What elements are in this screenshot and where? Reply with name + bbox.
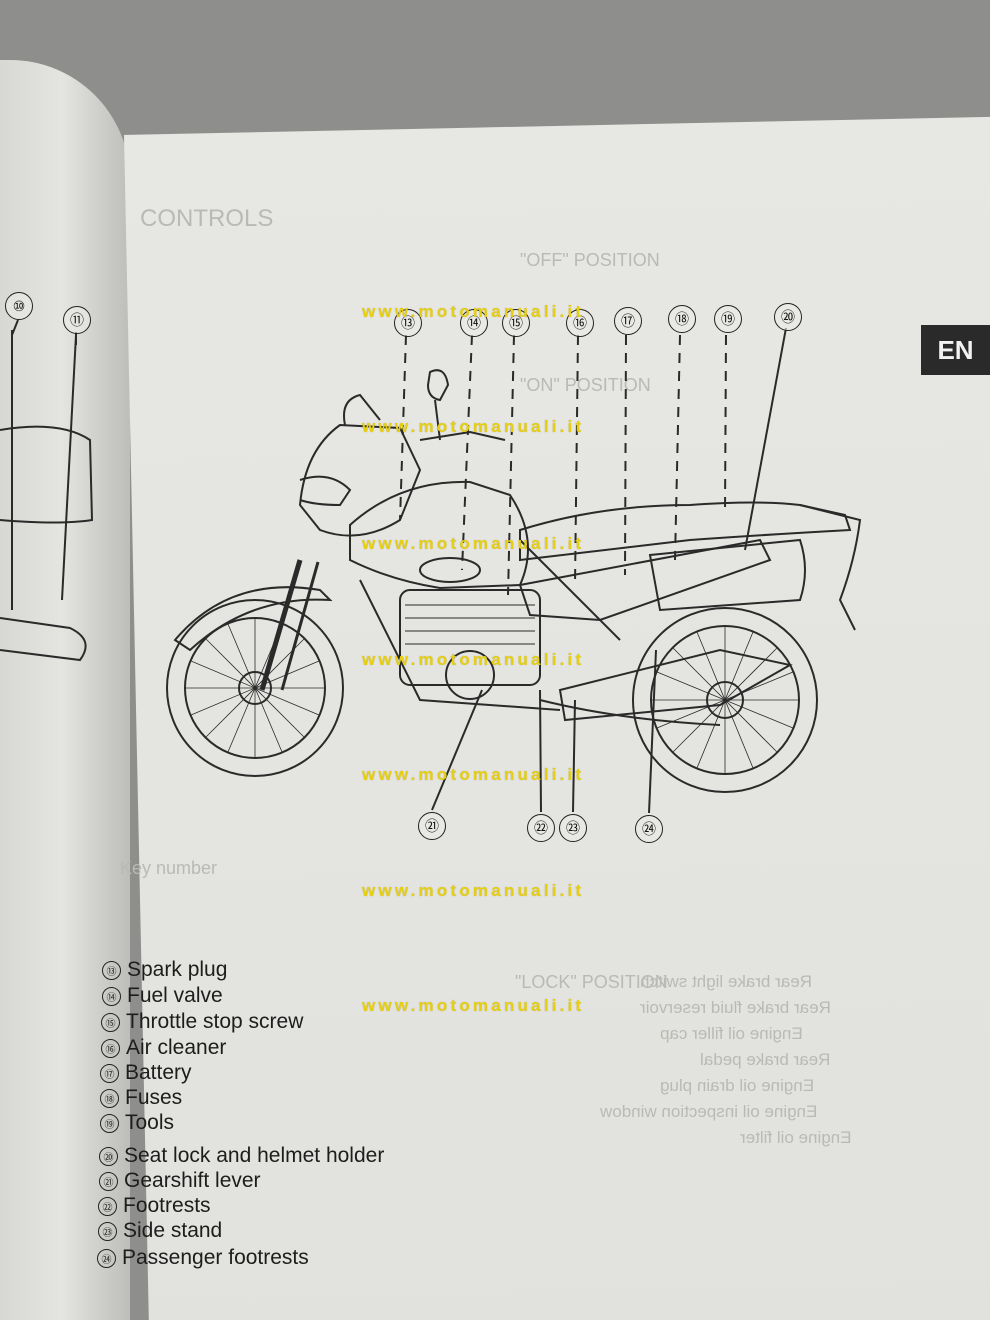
- callout-23: ㉓: [559, 814, 587, 842]
- legend-label: Passenger footrests: [122, 1246, 309, 1269]
- legend-number: ⑳: [99, 1146, 118, 1166]
- legend-number: ㉓: [98, 1221, 117, 1241]
- watermark: www.motomanuali.it: [362, 302, 585, 321]
- legend-number: ㉑: [99, 1171, 118, 1191]
- legend-label: Battery: [125, 1061, 192, 1084]
- legend-number: ㉔: [97, 1248, 116, 1268]
- legend-item: ⑳ Seat lock and helmet holder: [99, 1144, 384, 1168]
- watermark: www.motomanuali.it: [362, 417, 585, 436]
- legend-label: Tools: [125, 1111, 175, 1134]
- legend-label: Seat lock and helmet holder: [124, 1144, 385, 1167]
- legend-item: ⑲ Tools: [100, 1111, 174, 1135]
- legend-number: ⑰: [100, 1063, 119, 1083]
- callout-19: ⑲: [714, 305, 742, 333]
- legend-number: ⑬: [102, 960, 121, 980]
- legend-item: ⑯ Air cleaner: [101, 1036, 226, 1060]
- watermark: www.motomanuali.it: [362, 650, 585, 669]
- callout-13: ⑬: [394, 309, 422, 337]
- callout-11: ⑪: [63, 306, 91, 334]
- ghost-lock-position: "LOCK" POSITION: [515, 972, 668, 992]
- watermark: www.motomanuali.it: [362, 765, 585, 784]
- legend-label: Fuses: [125, 1086, 183, 1109]
- left-page-edge: [0, 60, 130, 1320]
- callout-20: ⑳: [774, 303, 802, 331]
- legend-label: Throttle stop screw: [126, 1010, 304, 1033]
- language-tab: EN: [921, 325, 990, 375]
- callout-15: ⑮: [502, 309, 530, 337]
- legend-label: Air cleaner: [126, 1036, 227, 1059]
- legend-item: ⑭ Fuel valve: [102, 984, 223, 1008]
- legend-number: ㉒: [98, 1196, 117, 1216]
- legend-number: ⑭: [102, 986, 121, 1006]
- callout-21: ㉑: [418, 812, 446, 840]
- ghost-off-position: "OFF" POSITION: [520, 250, 660, 270]
- legend-number: ⑲: [100, 1113, 119, 1133]
- ghost-on-position: "ON" POSITION: [520, 375, 651, 395]
- callout-16: ⑯: [566, 309, 594, 337]
- legend-label: Fuel valve: [127, 984, 223, 1007]
- callout-22: ㉒: [527, 814, 555, 842]
- callout-17: ⑰: [614, 307, 642, 335]
- legend-label: Gearshift lever: [124, 1169, 261, 1192]
- callout-14: ⑭: [460, 309, 488, 337]
- legend-item: ⑬ Spark plug: [102, 958, 227, 982]
- callout-10: ⑩: [5, 292, 33, 320]
- legend-label: Spark plug: [127, 958, 228, 981]
- legend-item: ㉓ Side stand: [98, 1219, 222, 1243]
- ghost-key-number: Key number: [120, 858, 218, 878]
- legend-label: Footrests: [123, 1194, 211, 1217]
- legend-label: Side stand: [123, 1219, 223, 1242]
- legend-item: ㉔ Passenger footrests: [97, 1246, 309, 1270]
- legend-number: ⑮: [101, 1012, 120, 1032]
- callout-24: ㉔: [635, 815, 663, 843]
- callout-18: ⑱: [668, 305, 696, 333]
- legend-item: ⑮ Throttle stop screw: [101, 1010, 303, 1034]
- watermark: www.motomanuali.it: [362, 881, 585, 900]
- watermark: www.motomanuali.it: [362, 534, 585, 553]
- legend-item: ㉒ Footrests: [98, 1194, 211, 1218]
- legend-number: ⑱: [100, 1088, 119, 1108]
- legend-number: ⑯: [101, 1038, 120, 1058]
- legend-item: ⑱ Fuses: [100, 1086, 182, 1110]
- legend-item: ㉑ Gearshift lever: [99, 1169, 261, 1193]
- ghost-controls-heading: CONTROLS: [140, 205, 274, 232]
- legend-item: ⑰ Battery: [100, 1061, 192, 1085]
- watermark: www.motomanuali.it: [362, 996, 585, 1015]
